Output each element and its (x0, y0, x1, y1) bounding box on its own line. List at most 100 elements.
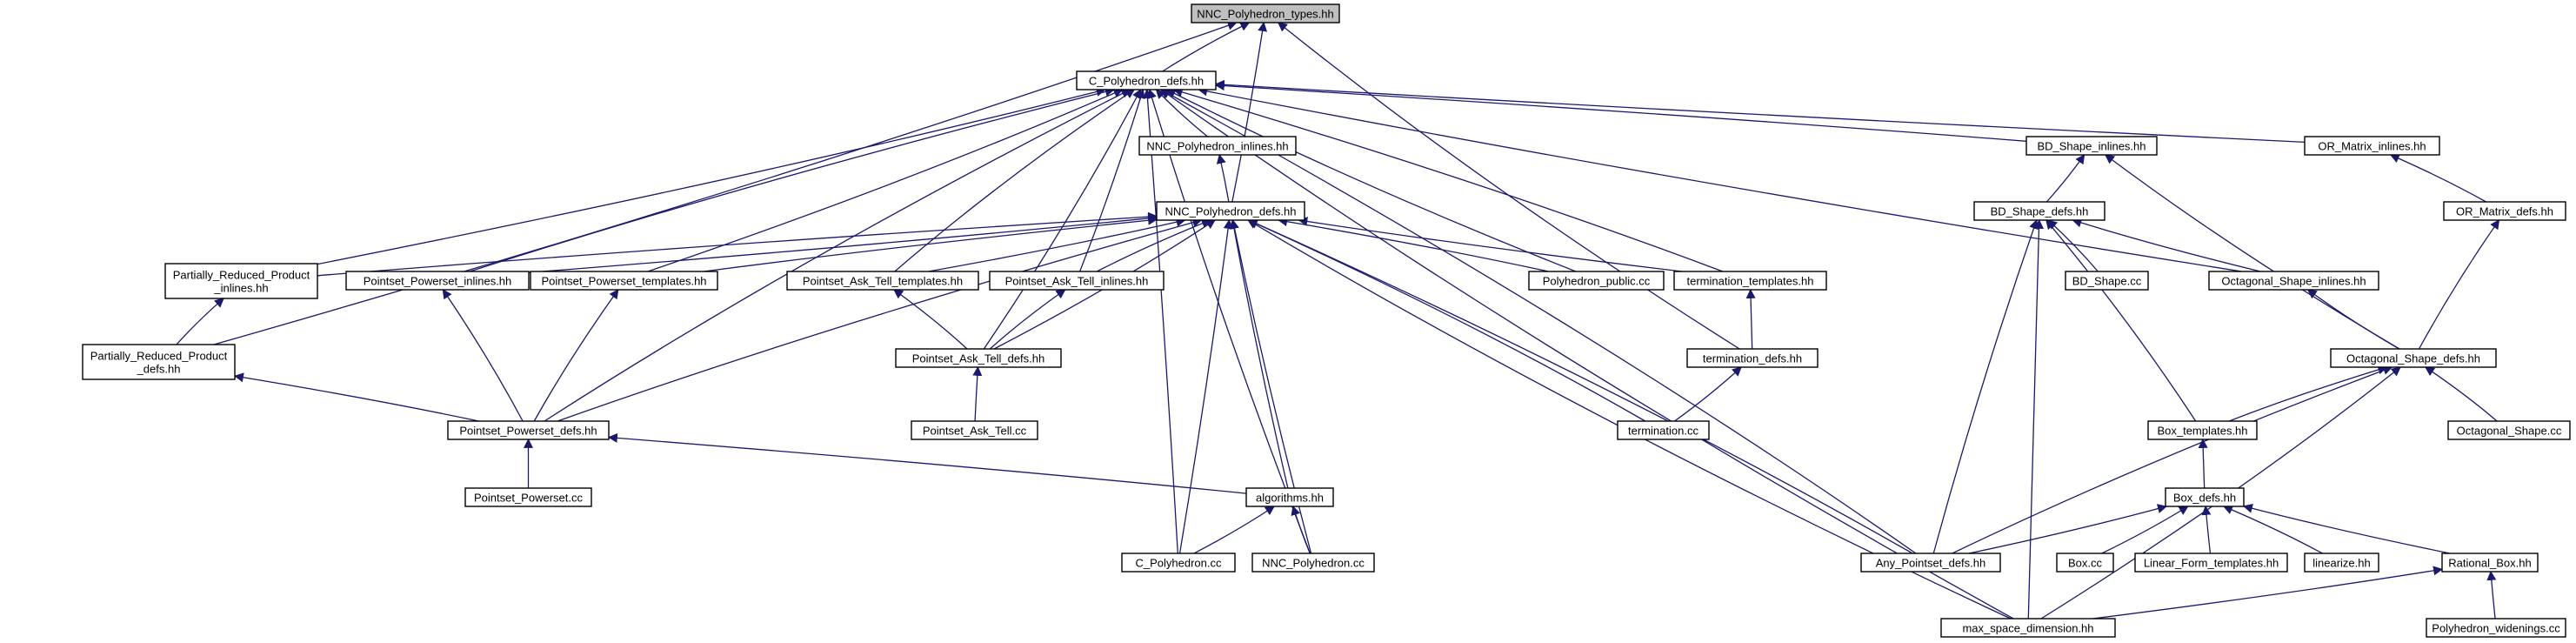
edge-pat-defs-to-pat-inlines (989, 289, 1066, 350)
node-bd-defs[interactable]: BD_Shape_defs.hh (1973, 201, 2106, 221)
node-pp-templates[interactable]: Pointset_Powerset_templates.hh (530, 271, 718, 291)
node-label: algorithms.hh (1256, 492, 1324, 505)
node-oct-defs[interactable]: Octagonal_Shape_defs.hh (2330, 348, 2497, 368)
node-box (345, 271, 530, 291)
node-box (1940, 618, 2116, 638)
node-pat-inlines[interactable]: Pointset_Ask_Tell_inlines.hh (989, 271, 1165, 291)
node-box (1156, 201, 1305, 221)
node-label: BD_Shape.cc (2072, 275, 2142, 288)
node-box (2056, 553, 2114, 573)
node-label: Box.cc (2068, 557, 2103, 570)
edge-pp-defs-to-pp-inlines (442, 289, 524, 422)
edge-or-defs-to-or-inlines (2389, 153, 2486, 203)
edge-pat-defs-to-pat-templates (893, 289, 968, 350)
node-label: Pointset_Powerset_templates.hh (541, 275, 706, 288)
node-term-templates[interactable]: termination_templates.hh (1673, 271, 1827, 291)
node-label: Pointset_Powerset_inlines.hh (364, 275, 512, 288)
node-label: Polyhedron_public.cc (1543, 275, 1651, 288)
file-nodes: NNC_Polyhedron_types.hhC_Polyhedron_defs… (82, 3, 2571, 638)
edge-pp-defs-to-nnc-defs (557, 218, 1203, 422)
edge-nnc-cc-to-algorithms (1291, 505, 1311, 554)
node-box (447, 420, 610, 440)
node-box (1686, 348, 1819, 368)
node-label: Rational_Box.hh (2448, 557, 2531, 570)
node-oct-cc[interactable]: Octagonal_Shape.cc (2447, 420, 2571, 440)
node-pat-defs[interactable]: Pointset_Ask_Tell_defs.hh (895, 348, 1062, 368)
node-box (2208, 271, 2379, 291)
node-box (2025, 136, 2158, 156)
node-pp-defs[interactable]: Pointset_Powerset_defs.hh (447, 420, 610, 440)
node-cpoly-cc[interactable]: C_Polyhedron.cc (1121, 553, 1236, 573)
node-label: Octagonal_Shape_defs.hh (2346, 352, 2480, 365)
node-lft[interactable]: Linear_Form_templates.hh (2134, 553, 2288, 573)
edge-poly-widen-to-rational-box (2486, 570, 2497, 620)
node-box (2304, 553, 2379, 573)
node-rational-box[interactable]: Rational_Box.hh (2441, 553, 2539, 573)
node-nnc-cc[interactable]: NNC_Polyhedron.cc (1251, 553, 1375, 573)
node-pp-inlines[interactable]: Pointset_Powerset_inlines.hh (345, 271, 530, 291)
node-box (2304, 136, 2440, 156)
edge-any-pp-defs-to-oct-defs (1952, 365, 2393, 554)
node-nnc-defs[interactable]: NNC_Polyhedron_defs.hh (1156, 201, 1305, 221)
node-box (1673, 271, 1827, 291)
node-label: Any_Pointset_defs.hh (1876, 557, 1985, 570)
edge-prp-inlines-to-cpoly-defs (317, 87, 1106, 265)
node-pat-cc[interactable]: Pointset_Ask_Tell.cc (911, 420, 1038, 440)
node-label: C_Polyhedron_defs.hh (1089, 75, 1204, 88)
node-label: Octagonal_Shape_inlines.hh (2221, 275, 2366, 288)
node-poly-widen[interactable]: Polyhedron_widenings.cc (2426, 618, 2566, 638)
node-prp-defs[interactable]: Partially_Reduced_Product_defs.hh (82, 344, 236, 380)
node-any-pp-defs[interactable]: Any_Pointset_defs.hh (1860, 553, 2001, 573)
node-label: BD_Shape_defs.hh (1991, 205, 2089, 218)
edge-pp-defs-to-prp-defs (233, 372, 479, 422)
node-box (530, 271, 718, 291)
node-label: Pointset_Ask_Tell_templates.hh (803, 275, 963, 288)
node-algorithms[interactable]: algorithms.hh (1245, 487, 1334, 507)
node-label: linearize.hh (2312, 557, 2371, 570)
node-nnc-inlines[interactable]: NNC_Polyhedron_inlines.hh (1138, 136, 1297, 156)
node-cpoly-defs[interactable]: C_Polyhedron_defs.hh (1076, 70, 1217, 90)
edge-pp-defs-to-pp-templates (533, 289, 619, 422)
edge-bd-cc-to-bd-defs (2047, 219, 2099, 272)
node-pp-cc[interactable]: Pointset_Powerset.cc (464, 487, 592, 507)
node-label: Pointset_Ask_Tell_defs.hh (912, 352, 1044, 365)
node-max-space[interactable]: max_space_dimension.hh (1940, 618, 2116, 638)
edge-pp-inlines-to-nnc-defs (528, 213, 1158, 273)
node-or-inlines[interactable]: OR_Matrix_inlines.hh (2304, 136, 2440, 156)
node-term-defs[interactable]: termination_defs.hh (1686, 348, 1819, 368)
node-pat-templates[interactable]: Pointset_Ask_Tell_templates.hh (786, 271, 979, 291)
node-prp-inlines[interactable]: Partially_Reduced_Product_inlines.hh (164, 263, 318, 299)
node-label: Pointset_Powerset.cc (474, 492, 584, 505)
edge-bd-defs-to-bd-inlines (2045, 154, 2085, 203)
node-box (989, 271, 1165, 291)
node-label: NNC_Polyhedron.cc (1262, 557, 1365, 570)
edge-or-inlines-to-cpoly-defs (1214, 79, 2306, 144)
node-label: Polyhedron_widenings.cc (2432, 622, 2560, 635)
node-poly-public[interactable]: Polyhedron_public.cc (1528, 271, 1665, 291)
node-or-defs[interactable]: OR_Matrix_defs.hh (2443, 201, 2566, 221)
edge-prp-inlines-to-nnc-defs (317, 211, 1158, 277)
edge-cpoly-defs-to-root (1162, 22, 1251, 72)
node-label: _inlines.hh (213, 282, 268, 295)
node-term-cc[interactable]: termination.cc (1617, 420, 1710, 440)
edge-cpoly-cc-to-algorithms (1193, 506, 1275, 554)
node-label: C_Polyhedron.cc (1136, 557, 1222, 570)
node-label: Pointset_Ask_Tell_inlines.hh (1005, 275, 1149, 288)
node-box-defs[interactable]: Box_defs.hh (2165, 487, 2245, 507)
node-label: OR_Matrix_defs.hh (2456, 205, 2553, 218)
node-bd-inlines[interactable]: BD_Shape_inlines.hh (2025, 136, 2158, 156)
node-box-templates[interactable]: Box_templates.hh (2147, 420, 2258, 440)
node-linearize[interactable]: linearize.hh (2304, 553, 2379, 573)
node-label: _defs.hh (137, 363, 181, 376)
edge-pp-inlines-to-cpoly-defs (470, 87, 1115, 272)
node-bd-cc[interactable]: BD_Shape.cc (2065, 271, 2149, 291)
edge-term-defs-to-root (1277, 22, 1740, 350)
node-label: Octagonal_Shape.cc (2457, 425, 2562, 438)
edge-cpoly-cc-to-nnc-defs (1178, 218, 1233, 554)
node-oct-inlines[interactable]: Octagonal_Shape_inlines.hh (2208, 271, 2379, 291)
node-box (2441, 553, 2539, 573)
node-box-cc[interactable]: Box.cc (2056, 553, 2114, 573)
edge-max-space-to-rational-box (2092, 566, 2444, 620)
edge-any-pp-defs-to-nnc-defs (1247, 219, 1913, 554)
edge-pat-templates-to-nnc-defs (928, 217, 1186, 272)
